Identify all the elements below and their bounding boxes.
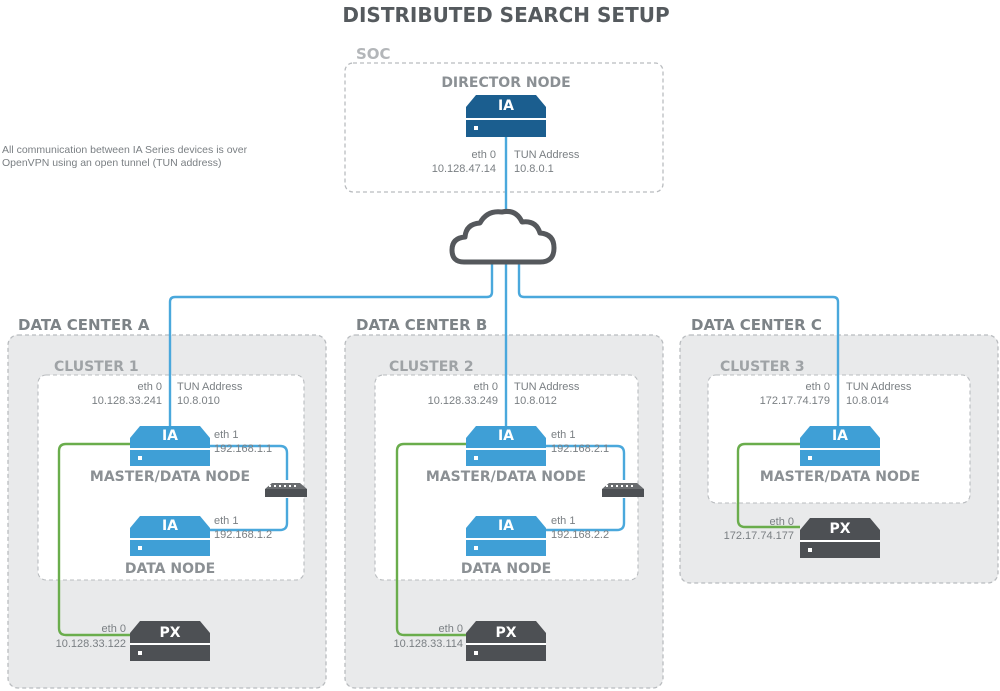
dc-a-master-eth1-ip: 192.168.1.1 bbox=[214, 443, 272, 455]
cluster-1-switch-data-link bbox=[210, 498, 289, 532]
director-node-caption: DIRECTOR NODE bbox=[441, 75, 570, 91]
dc-b-master-tun-address: 10.8.012 bbox=[514, 395, 557, 407]
dc-a-master-caption: MASTER/DATA NODE bbox=[90, 469, 250, 485]
soc-label: SOC bbox=[356, 45, 391, 63]
data-center-b-label: DATA CENTER B bbox=[356, 316, 487, 334]
internet-cloud-icon bbox=[449, 209, 557, 265]
dc-a-data-ia-device-icon bbox=[130, 516, 210, 556]
vpn-note-line-2: OpenVPN using an open tunnel (TUN addres… bbox=[2, 157, 221, 169]
dc-a-master-eth1-label: eth 1 bbox=[214, 429, 238, 441]
dc-c-master-ia-badge: IA bbox=[832, 428, 848, 444]
cluster-2-px-link bbox=[395, 442, 466, 637]
cluster-2-label: CLUSTER 2 bbox=[389, 359, 474, 375]
cluster-3-label: CLUSTER 3 bbox=[720, 359, 805, 375]
dc-c-px-eth0-label: eth 0 bbox=[770, 516, 794, 528]
dc-a-master-eth0-ip: 10.128.33.241 bbox=[92, 395, 162, 407]
cluster-1-box bbox=[37, 374, 305, 581]
dc-b-data-caption: DATA NODE bbox=[461, 561, 551, 577]
dc-b-master-ia-badge: IA bbox=[498, 428, 514, 444]
dc-a-master-ia-device-icon bbox=[130, 426, 210, 466]
dc-b-master-eth0-label: eth 0 bbox=[474, 381, 498, 393]
dc-b-master-tun-label: TUN Address bbox=[514, 381, 580, 393]
dc-b-px-device-icon bbox=[466, 621, 546, 661]
dc-a-master-tun-label: TUN Address bbox=[177, 381, 243, 393]
cluster-1-switch-icon bbox=[265, 483, 307, 497]
dc-a-px-badge: PX bbox=[159, 625, 180, 641]
px-links bbox=[57, 442, 800, 637]
vpn-links bbox=[168, 136, 840, 532]
director-tun-label: TUN Address bbox=[514, 149, 580, 161]
dc-c-master-eth0-ip: 172.17.74.179 bbox=[760, 395, 830, 407]
cluster-2-switch-icon bbox=[602, 483, 644, 497]
dc-c-master-tun-address: 10.8.014 bbox=[846, 395, 889, 407]
cluster-1-master-switch-link bbox=[210, 444, 289, 480]
dc-a-px-eth0-label: eth 0 bbox=[102, 623, 126, 635]
director-eth0-ip: 10.128.47.14 bbox=[432, 163, 496, 175]
dc-b-data-eth1-ip: 192.168.2.2 bbox=[551, 529, 609, 541]
dc-b-master-eth0-ip: 10.128.33.249 bbox=[428, 395, 498, 407]
dc-c-master-caption: MASTER/DATA NODE bbox=[760, 469, 920, 485]
dc-a-px-device-icon bbox=[130, 621, 210, 661]
dc-b-master-caption: MASTER/DATA NODE bbox=[426, 469, 586, 485]
dc-b-data-ia-badge: IA bbox=[498, 518, 514, 534]
dc-b-master-ia-device-icon bbox=[466, 426, 546, 466]
dc-b-px-badge: PX bbox=[495, 625, 516, 641]
dc-c-master-ia-device-icon bbox=[800, 426, 880, 466]
cluster-1-px-link bbox=[57, 442, 130, 637]
dc-b-master-eth1-ip: 192.168.2.1 bbox=[551, 443, 609, 455]
cluster-2-box bbox=[374, 374, 639, 581]
cluster-1-label: CLUSTER 1 bbox=[54, 359, 139, 375]
director-ia-badge: IA bbox=[498, 98, 514, 114]
dc-b-px-eth0-ip: 10.128.33.114 bbox=[393, 638, 463, 650]
director-tun-address: 10.8.0.1 bbox=[514, 163, 554, 175]
dc-b-data-eth1-label: eth 1 bbox=[551, 515, 575, 527]
dc-a-data-eth1-ip: 192.168.1.2 bbox=[214, 529, 272, 541]
dc-c-px-eth0-ip: 172.17.74.177 bbox=[724, 530, 794, 542]
director-ia-device-icon bbox=[466, 95, 546, 137]
cluster-2-master-switch-link bbox=[546, 444, 626, 480]
cloud-to-cluster-3-link bbox=[517, 262, 840, 428]
director-eth0-label: eth 0 bbox=[472, 149, 496, 161]
vpn-note-line-1: All communication between IA Series devi… bbox=[2, 144, 248, 156]
dc-b-master-eth1-label: eth 1 bbox=[551, 429, 575, 441]
dc-a-px-eth0-ip: 10.128.33.122 bbox=[56, 638, 126, 650]
dc-a-master-tun-address: 10.8.010 bbox=[177, 395, 220, 407]
dc-b-data-ia-device-icon bbox=[466, 516, 546, 556]
dc-a-master-ia-badge: IA bbox=[162, 428, 178, 444]
dc-b-px-eth0-label: eth 0 bbox=[439, 623, 463, 635]
dc-a-data-caption: DATA NODE bbox=[125, 561, 215, 577]
dc-c-master-eth0-label: eth 0 bbox=[806, 381, 830, 393]
cluster-2-switch-data-link bbox=[546, 498, 626, 532]
dc-c-px-device-icon bbox=[800, 518, 880, 558]
dc-c-px-badge: PX bbox=[829, 521, 850, 537]
dc-c-master-tun-label: TUN Address bbox=[846, 381, 912, 393]
dc-a-master-eth0-label: eth 0 bbox=[138, 381, 162, 393]
cluster-3-px-link bbox=[736, 442, 800, 529]
dc-a-data-eth1-label: eth 1 bbox=[214, 515, 238, 527]
cloud-to-cluster-1-link bbox=[168, 262, 494, 428]
data-center-a-label: DATA CENTER A bbox=[18, 316, 150, 334]
data-center-c-label: DATA CENTER C bbox=[691, 316, 822, 334]
diagram-title: DISTRIBUTED SEARCH SETUP bbox=[342, 3, 669, 27]
dc-a-data-ia-badge: IA bbox=[162, 518, 178, 534]
